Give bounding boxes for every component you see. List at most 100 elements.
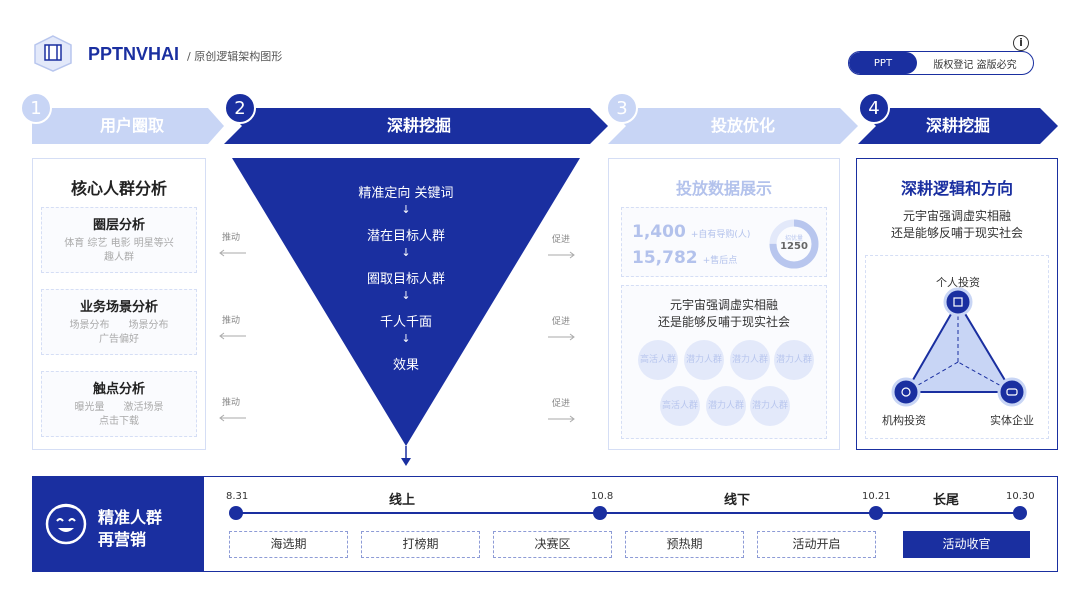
funnel-item-5: 效果 (392, 358, 419, 373)
core-audience-panel: 核心人群分析 圈层分析 体育 综艺 电影 明星等兴 趣人群 业务场景分析 场景分… (32, 158, 206, 450)
funnel-item-4: 千人千面 (379, 315, 432, 330)
personal-investment-label: 个人投资 (936, 276, 980, 289)
step4-banner: 深耕挖掘 (858, 108, 1058, 144)
stat1: 1,400 +自有导购(人) (632, 222, 750, 242)
panel3-title: 投放数据展示 (675, 179, 772, 198)
phase-offline: 线下 (724, 493, 751, 508)
step1-number: 1 (20, 92, 52, 124)
bubble-potential: 潜力人群 (730, 340, 770, 380)
funnel-item-1: 精准定向 关键词 (358, 186, 454, 201)
stat1-label: +自有导购(人) (690, 230, 751, 240)
panel4-title: 深耕逻辑和方向 (900, 179, 1013, 198)
push-label-2: 推动 (222, 316, 241, 326)
left-arrow-icon (218, 407, 246, 422)
stat2-value: 15,782 (632, 248, 698, 268)
touchpoint-analysis-line1: 曝光量 激活场景 (74, 402, 164, 413)
ring-gauge: 招优量 1250 (768, 218, 820, 270)
stage-ranking: 打榜期 (361, 531, 480, 558)
scene-analysis-box: 业务场景分析 场景分布 场景分布 广告偏好 (41, 289, 197, 355)
stats-box: 1,400 +自有导购(人) 15,782 +售后点 招优量 1250 (621, 207, 827, 277)
step2-title: 深耕挖掘 (386, 116, 451, 135)
pill-ppt-label: PPT (849, 52, 917, 74)
right-arrow-icon (548, 326, 576, 341)
step3-banner: 投放优化 (608, 108, 858, 144)
remarketing-title-line2: 再营销 (98, 530, 147, 549)
step3-number: 3 (606, 92, 638, 124)
remarketing-header: 精准人群 再营销 (32, 476, 204, 572)
funnel-item-2: 潜在目标人群 (366, 229, 445, 244)
right-arrow-icon (548, 244, 576, 259)
ring-progress-arc (769, 219, 819, 269)
bubble-potential: 潜力人群 (706, 386, 746, 426)
timeline-dot (229, 506, 243, 520)
right-arrow-icon (548, 408, 576, 423)
phase-online: 线上 (389, 493, 416, 508)
stage-warmup: 预热期 (625, 531, 744, 558)
step1-banner: 用户圈取 (32, 108, 224, 144)
pill-copyright-text: 版权登记 盗版必究 (933, 59, 1017, 71)
institution-investment-label: 机构投资 (882, 414, 926, 427)
phase-long-tail: 长尾 (933, 493, 960, 508)
step3-title: 投放优化 (710, 116, 775, 135)
panel3-text-line2: 还是能够反哺于现实社会 (657, 315, 790, 329)
step2-banner: 深耕挖掘 (224, 108, 608, 144)
bubble-potential: 潜力人群 (750, 386, 790, 426)
logo-icon (32, 34, 74, 72)
scene-analysis-line1: 场景分布 场景分布 (69, 320, 169, 331)
timeline-dot (593, 506, 607, 520)
timeline-date-3: 10.21 (862, 491, 891, 502)
down-arrow-icon: ↓ (401, 203, 411, 216)
bubble-active: 高活人群 (638, 340, 678, 380)
promote-label-2: 促进 (552, 317, 571, 327)
panel4-text-line2: 还是能够反哺于现实社会 (890, 226, 1023, 240)
left-arrow-icon (218, 242, 246, 257)
info-icon[interactable]: i (1013, 35, 1029, 51)
circle-analysis-box: 圈层分析 体育 综艺 电影 明星等兴 趣人群 (41, 207, 197, 273)
touchpoint-analysis-title: 触点分析 (92, 382, 145, 397)
scene-analysis-line2: 广告偏好 (99, 334, 139, 345)
smile-face-icon (44, 502, 88, 546)
brand-name: PPTNVHAI (88, 44, 180, 64)
step2-number: 2 (224, 92, 256, 124)
circle-analysis-line2: 趣人群 (104, 252, 134, 263)
stat2-label: +售后点 (702, 256, 738, 266)
panel4-text-line1: 元宇宙强调虚实相融 (902, 209, 1011, 223)
touchpoint-analysis-line2: 点击下载 (99, 416, 139, 427)
remarketing-title-line1: 精准人群 (98, 508, 163, 527)
step1-title: 用户圈取 (99, 116, 164, 135)
panel3-text-line1: 元宇宙强调虚实相融 (669, 298, 778, 312)
triangle-diagram (891, 287, 1027, 407)
panel1-title: 核心人群分析 (70, 179, 167, 198)
ring-value: 1250 (780, 241, 808, 252)
timeline-line (236, 512, 1021, 514)
promote-label-3: 促进 (552, 399, 571, 409)
bubble-potential: 潜力人群 (774, 340, 814, 380)
funnel-item-3: 圈取目标人群 (366, 272, 445, 287)
stat2: 15,782 +售后点 (632, 248, 737, 268)
copyright-pill: PPT 版权登记 盗版必究 (848, 51, 1034, 75)
timeline-date-4: 10.30 (1006, 491, 1035, 502)
promote-label-1: 促进 (552, 235, 571, 245)
stage-event-start: 活动开启 (757, 531, 876, 558)
timeline-date-1: 8.31 (226, 491, 249, 502)
step4-title: 深耕挖掘 (925, 116, 990, 135)
push-label-3: 推动 (222, 398, 241, 408)
timeline-dot (869, 506, 883, 520)
entity-enterprise-label: 实体企业 (990, 414, 1034, 427)
stage-event-close: 活动收官 (903, 531, 1030, 558)
logic-direction-panel: 深耕逻辑和方向 元宇宙强调虚实相融 还是能够反哺于现实社会 个人投资 机构投资 … (856, 158, 1058, 450)
bubble-potential: 潜力人群 (684, 340, 724, 380)
timeline-dot (1013, 506, 1027, 520)
push-label-1: 推动 (222, 233, 241, 243)
triangle-box: 个人投资 机构投资 实体企业 (865, 255, 1049, 439)
bubble-active: 高活人群 (660, 386, 700, 426)
down-arrow-icon: ↓ (401, 289, 411, 302)
stage-finals: 决赛区 (493, 531, 612, 558)
scene-analysis-title: 业务场景分析 (79, 300, 158, 315)
stat1-value: 1,400 (632, 222, 686, 242)
ring-label: 招优量 (784, 235, 803, 242)
step4-number: 4 (858, 92, 890, 124)
stage-audition: 海选期 (229, 531, 348, 558)
left-arrow-icon (218, 325, 246, 340)
down-arrow-icon: ↓ (401, 246, 411, 259)
